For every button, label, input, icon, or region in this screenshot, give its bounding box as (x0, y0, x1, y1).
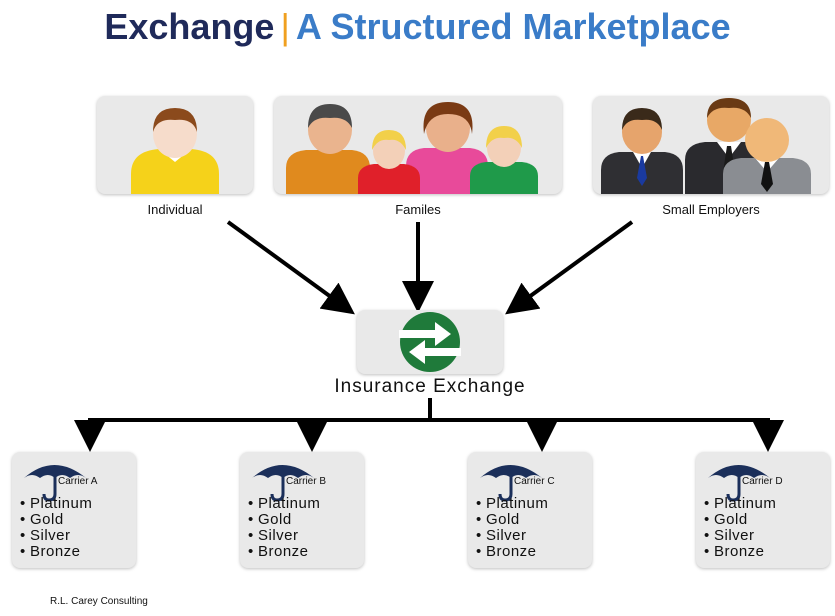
carrier-name: Carrier D (742, 476, 783, 487)
footer-credit: R.L. Carey Consulting (50, 596, 148, 607)
exchange-arrows-icon (399, 312, 461, 372)
individual-tile (97, 96, 253, 194)
individual-label: Individual (147, 202, 203, 217)
families-label: Familes (395, 202, 441, 217)
carrier-name: Carrier A (58, 476, 98, 487)
umbrella-icon (708, 465, 770, 502)
umbrella-icon (252, 465, 314, 502)
exchange-label: Insurance Exchange (334, 376, 526, 397)
plan-tier: •Gold (704, 511, 748, 528)
carrier-name: Carrier B (286, 476, 327, 487)
carrier-d-card: Carrier D •Platinum •Gold •Silver •Bronz… (696, 452, 830, 568)
families-tile (274, 96, 562, 194)
families-group-icon (286, 102, 538, 194)
umbrella-icon (24, 465, 86, 502)
plan-tier-list: •Platinum •Gold •Silver •Bronze (704, 496, 776, 560)
plan-tier: •Platinum (704, 495, 777, 512)
carrier-a-card: Carrier A •Platinum •Gold •Silver •Bronz… (12, 452, 136, 568)
plan-tier: •Bronze (476, 543, 537, 560)
page-title: Exchange|A Structured Marketplace (0, 6, 835, 48)
exchange-tile (357, 310, 503, 374)
carrier-c-card: Carrier C •Platinum •Gold •Silver •Bronz… (468, 452, 592, 568)
plan-tier-list: •Platinum •Gold •Silver •Bronze (20, 496, 92, 560)
umbrella-icon (480, 465, 542, 502)
plan-tier: •Bronze (20, 543, 81, 560)
title-main: Exchange (104, 6, 275, 47)
plan-tier-list: •Platinum •Gold •Silver •Bronze (476, 496, 548, 560)
plan-tier: •Bronze (248, 543, 309, 560)
plan-tier-list: •Platinum •Gold •Silver •Bronze (248, 496, 320, 560)
arrow-employers (505, 220, 634, 315)
plan-tier: •Silver (20, 527, 71, 544)
carrier-name: Carrier C (514, 476, 555, 487)
plan-tier: •Bronze (704, 543, 765, 560)
plan-tier: •Silver (704, 527, 755, 544)
plan-tier: •Silver (476, 527, 527, 544)
title-separator: | (280, 6, 290, 47)
plan-tier: •Gold (20, 511, 64, 528)
plan-tier: •Platinum (476, 495, 549, 512)
plan-tier: •Gold (476, 511, 520, 528)
employers-label: Small Employers (662, 202, 760, 217)
plan-tier: •Silver (248, 527, 299, 544)
arrow-individual (226, 220, 355, 315)
title-subtitle: A Structured Marketplace (295, 6, 731, 47)
plan-tier: •Platinum (20, 495, 93, 512)
employers-tile (593, 96, 829, 194)
carrier-b-card: Carrier B •Platinum •Gold •Silver •Bronz… (240, 452, 364, 568)
employers-group-icon (601, 98, 811, 194)
plan-tier: •Platinum (248, 495, 321, 512)
plan-tier: •Gold (248, 511, 292, 528)
individual-person-icon (131, 108, 219, 194)
